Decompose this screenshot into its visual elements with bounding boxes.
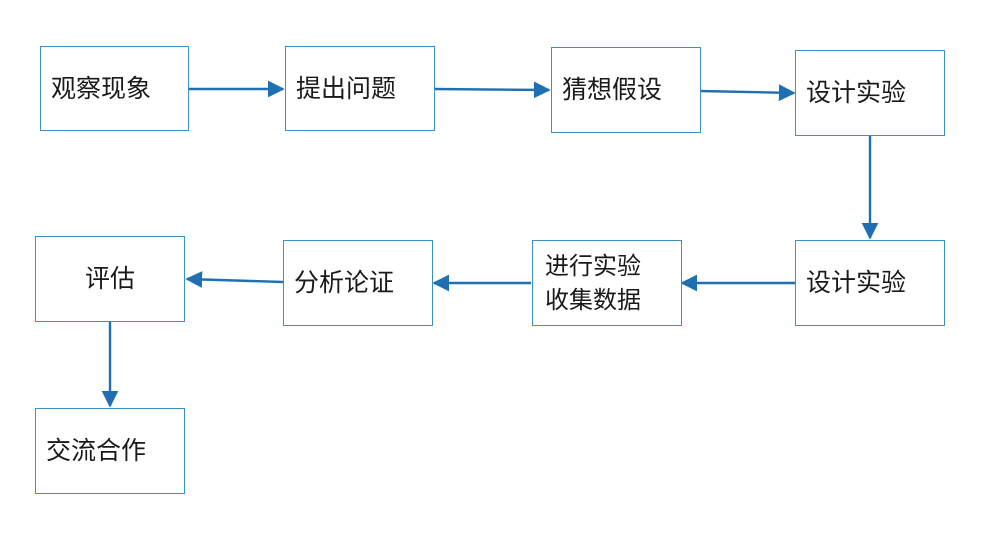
node-communicate: 交流合作 [35, 408, 185, 494]
arrow-analyze-to-evaluate [185, 271, 284, 288]
node-hypothesis: 猜想假设 [551, 47, 701, 133]
node-conduct-collect: 进行实验 收集数据 [532, 240, 682, 326]
node-observe: 观察现象 [40, 46, 189, 131]
node-question: 提出问题 [285, 46, 435, 131]
arrow-hypothesis-to-design1 [699, 84, 796, 102]
node-analyze: 分析论证 [283, 240, 433, 326]
node-design-2: 设计实验 [795, 240, 945, 326]
node-design-1: 设计实验 [795, 50, 945, 136]
arrow-question-to-hypothesis [433, 81, 551, 99]
node-evaluate: 评估 [35, 236, 185, 322]
